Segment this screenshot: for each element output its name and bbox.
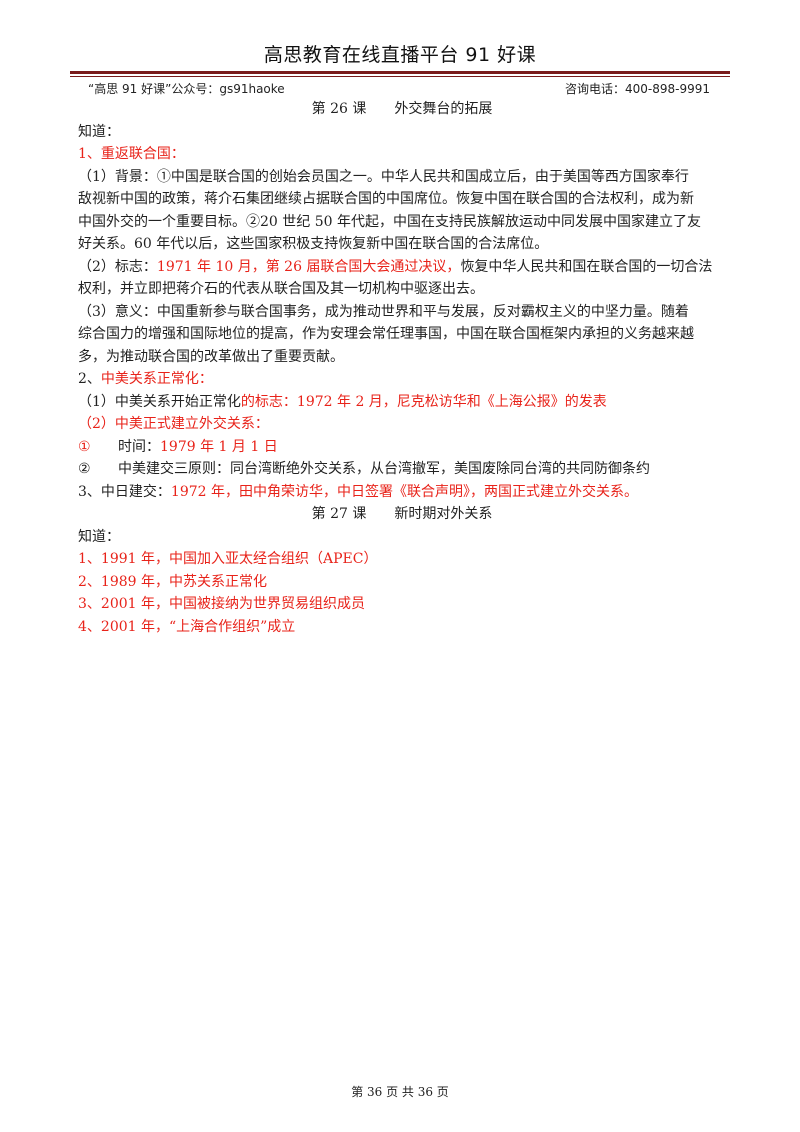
section2-heading: 2、中美关系正常化： — [78, 368, 726, 391]
lesson27-item-1: 1、1991 年，中国加入亚太经合组织（APEC） — [78, 551, 378, 567]
lesson27-item-3: 3、2001 年，中国被接纳为世界贸易组织成员 — [78, 596, 365, 612]
section2-point1-label: （1）中美关系开始正常化 — [78, 393, 241, 410]
section2-point1-highlight: 的标志：1972 年 2 月，尼克松访华和《上海公报》的发表 — [240, 393, 607, 410]
lesson27-item-2: 2、1989 年，中苏关系正常化 — [78, 573, 267, 590]
section3-line: 3、中日建交：1972 年，田中角荣访华，中日签署《联合声明》，两国正式建立外交… — [78, 481, 726, 504]
header-wechat-account: “高思 91 好课”公众号：gs91haoke — [88, 82, 285, 96]
section1-heading: 1、重返联合国： — [78, 146, 185, 162]
section2-title: 中美关系正常化： — [100, 371, 213, 387]
section2-point2-item2-number: ② — [78, 461, 91, 477]
section2-point2-item1-label: 时间： — [118, 438, 160, 455]
header-title: 高思教育在线直播平台 91 好课 — [263, 44, 537, 66]
section2-number: 2、 — [78, 371, 101, 387]
section2-point2-item2: ② 中美建交三原则：同台湾断绝外交关系，从台湾撤军，美国废除同台湾的共同防御条约 — [78, 458, 726, 481]
lesson26-title: 第 26 课 外交舞台的拓展 — [311, 101, 493, 117]
section1-significance-line3: 多，为推动联合国的改革做出了重要贡献。 — [78, 348, 344, 365]
section2-point2-item1-number: ① — [78, 438, 91, 455]
section1-mark-highlight: 1971 年 10 月，第 26 届联合国大会通过决议， — [156, 258, 461, 275]
section1-background-line3: 中国外交的一个重要目标。②20 世纪 50 年代起，中国在支持民族解放运动中同发… — [78, 213, 701, 230]
lesson27-know: 知道： — [78, 528, 120, 545]
header-phone: 咨询电话：400-898-9991 — [564, 82, 710, 96]
section2-point2: （2）中美正式建立外交关系： — [78, 416, 269, 432]
lesson27-title: 第 27 课 新时期对外关系 — [311, 506, 493, 522]
section1-mark-line2: 权利，并立即把蒋介石的代表从联合国及其一切机构中驱逐出去。 — [78, 281, 484, 297]
section3-highlight: 1972 年，田中角荣访华，中日签署《联合声明》，两国正式建立外交关系。 — [170, 483, 638, 500]
section1-significance-line2: 综合国力的增强和国际地位的提高，作为安理会常任理事国，中国在联合国框架内承担的义… — [78, 326, 694, 342]
section2-point2-item1-highlight: 1979 年 1 月 1 日 — [160, 438, 278, 455]
page-footer: 第 36 页 共 36 页 — [351, 1085, 449, 1099]
lesson27-item-4: 4、2001 年，“上海合作组织”成立 — [78, 618, 296, 635]
section1-background-line2: 敌视新中国的政策，蒋介石集团继续占据联合国的中国席位。恢复中国在联合国的合法权利… — [78, 191, 694, 207]
section1-mark-rest: 恢复中华人民共和国在联合国的一切合法 — [460, 258, 713, 275]
section1-background-line1: （1）背景：①中国是联合国的创始会员国之一。中华人民共和国成立后，由于美国等西方… — [78, 168, 689, 185]
section1-mark-line1: （2）标志：1971 年 10 月，第 26 届联合国大会通过决议，恢复中华人民… — [78, 256, 726, 279]
section3-label: 3、中日建交： — [78, 483, 171, 500]
section2-point2-item1: ① 时间：1979 年 1 月 1 日 — [78, 436, 726, 459]
header-rule-thick — [70, 71, 730, 74]
section2-point1: （1）中美关系开始正常化的标志：1972 年 2 月，尼克松访华和《上海公报》的… — [78, 391, 726, 414]
lesson26-know: 知道： — [78, 123, 120, 140]
header-rule-thin — [70, 76, 730, 77]
document-body: 第 26 课 外交舞台的拓展 知道： 1、重返联合国： （1）背景：①中国是联合… — [78, 98, 726, 638]
section1-background-line4: 好关系。60 年代以后，这些国家积极支持恢复新中国在联合国的合法席位。 — [78, 236, 549, 252]
section1-mark-label: （2）标志： — [78, 258, 157, 275]
section1-significance-line1: （3）意义：中国重新参与联合国事务，成为推动世界和平与发展，反对霸权主义的中坚力… — [78, 303, 689, 320]
section2-point2-item2-text: 中美建交三原则：同台湾断绝外交关系，从台湾撤军，美国废除同台湾的共同防御条约 — [118, 461, 650, 477]
